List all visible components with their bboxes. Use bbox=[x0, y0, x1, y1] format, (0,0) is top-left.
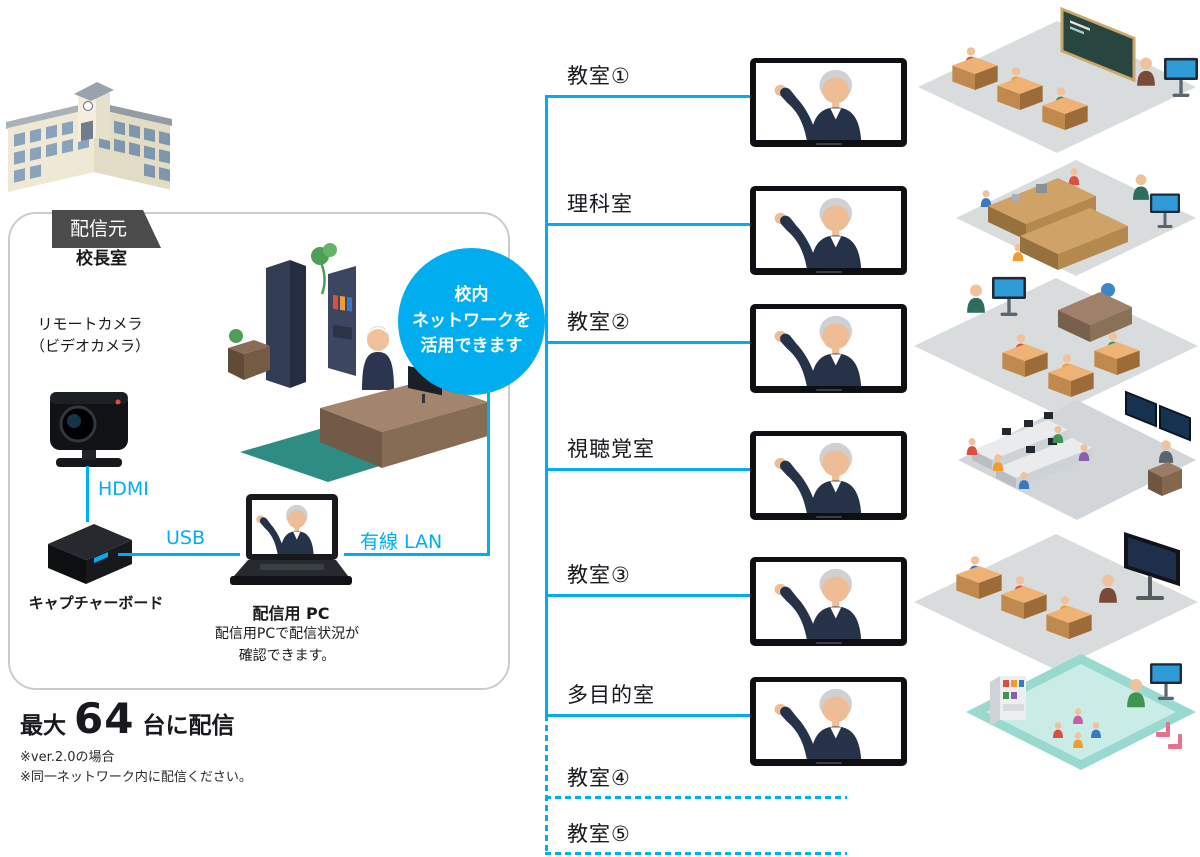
streaming-pc-label: 配信用 PC bbox=[252, 604, 330, 623]
max-prefix: 最大 bbox=[20, 713, 66, 739]
display-screen bbox=[756, 682, 901, 759]
source-tab-label: 配信元 bbox=[70, 218, 128, 240]
classroom-illustration-5 bbox=[914, 532, 1198, 670]
classroom-illustration-1 bbox=[918, 6, 1198, 153]
lan-cable-line-h bbox=[344, 553, 490, 556]
max-suffix: 台に配信 bbox=[142, 713, 235, 739]
display-screen bbox=[756, 191, 901, 268]
hdmi-label: HDMI bbox=[98, 478, 149, 500]
capture-board-label: キャプチャーボード bbox=[28, 594, 164, 612]
display-screen bbox=[756, 562, 901, 639]
presenter-video bbox=[756, 309, 901, 386]
footnote-2: ※同一ネットワーク内に配信ください。 bbox=[20, 770, 252, 785]
dashed-branch-line-7 bbox=[545, 796, 847, 799]
room-label-3: 教室② bbox=[567, 310, 631, 334]
presenter-video bbox=[756, 562, 901, 639]
room-label-5: 教室③ bbox=[567, 563, 631, 587]
classroom-illustration-4 bbox=[958, 390, 1196, 520]
room-display-2 bbox=[750, 186, 907, 275]
network-trunk-line-dashed bbox=[545, 715, 548, 855]
branch-line-6 bbox=[545, 714, 750, 717]
source-tab: 配信元 bbox=[52, 210, 161, 248]
lan-cable-line-v bbox=[487, 392, 490, 556]
room-display-1 bbox=[750, 58, 907, 147]
network-circle: 校内 ネットワークを 活用できます bbox=[398, 248, 545, 395]
dashed-branch-line-8 bbox=[545, 852, 847, 855]
streaming-pc-illustration bbox=[230, 494, 352, 585]
ptz-camera-illustration bbox=[50, 392, 128, 467]
network-trunk-line bbox=[545, 95, 548, 715]
classroom-illustration-6 bbox=[966, 654, 1196, 770]
streaming-pc-note: 配信用PCで配信状況が 確認できます。 bbox=[214, 626, 360, 664]
school-building-illustration bbox=[6, 82, 172, 192]
room-label-8: 教室⑤ bbox=[567, 822, 631, 846]
display-screen bbox=[756, 436, 901, 513]
lan-label: 有線 LAN bbox=[360, 531, 443, 553]
usb-cable-line bbox=[118, 553, 240, 556]
room-label-7: 教室④ bbox=[567, 766, 631, 790]
max-devices-count: 64 bbox=[74, 694, 135, 743]
room-label-4: 視聴覚室 bbox=[567, 437, 655, 461]
room-label-6: 多目的室 bbox=[567, 683, 655, 707]
hdmi-cable-line bbox=[86, 466, 89, 522]
presenter-video bbox=[756, 682, 901, 759]
presenter-video bbox=[756, 436, 901, 513]
classroom-illustration-3 bbox=[914, 276, 1198, 414]
max-devices-label: 最大 64 台に配信 bbox=[20, 694, 234, 743]
remote-camera-label: リモートカメラ （ビデオカメラ） bbox=[29, 315, 150, 355]
principal-room-label: 校長室 bbox=[76, 249, 127, 269]
branch-line-3 bbox=[545, 341, 750, 344]
room-label-2: 理科室 bbox=[567, 192, 633, 216]
footnote-1: ※ver.2.0の場合 bbox=[20, 750, 115, 765]
branch-line-4 bbox=[545, 468, 750, 471]
room-display-3 bbox=[750, 304, 907, 393]
presenter-video bbox=[756, 191, 901, 268]
display-screen bbox=[756, 309, 901, 386]
classroom-illustration-2 bbox=[956, 160, 1196, 276]
room-label-1: 教室① bbox=[567, 64, 631, 88]
branch-line-5 bbox=[545, 594, 750, 597]
presenter-video bbox=[756, 63, 901, 140]
branch-line-2 bbox=[545, 223, 750, 226]
display-screen bbox=[756, 63, 901, 140]
capture-board-illustration bbox=[48, 524, 132, 584]
usb-label: USB bbox=[166, 527, 206, 549]
room-display-4 bbox=[750, 431, 907, 520]
branch-line-1 bbox=[545, 95, 750, 98]
room-display-5 bbox=[750, 557, 907, 646]
room-display-6 bbox=[750, 677, 907, 766]
